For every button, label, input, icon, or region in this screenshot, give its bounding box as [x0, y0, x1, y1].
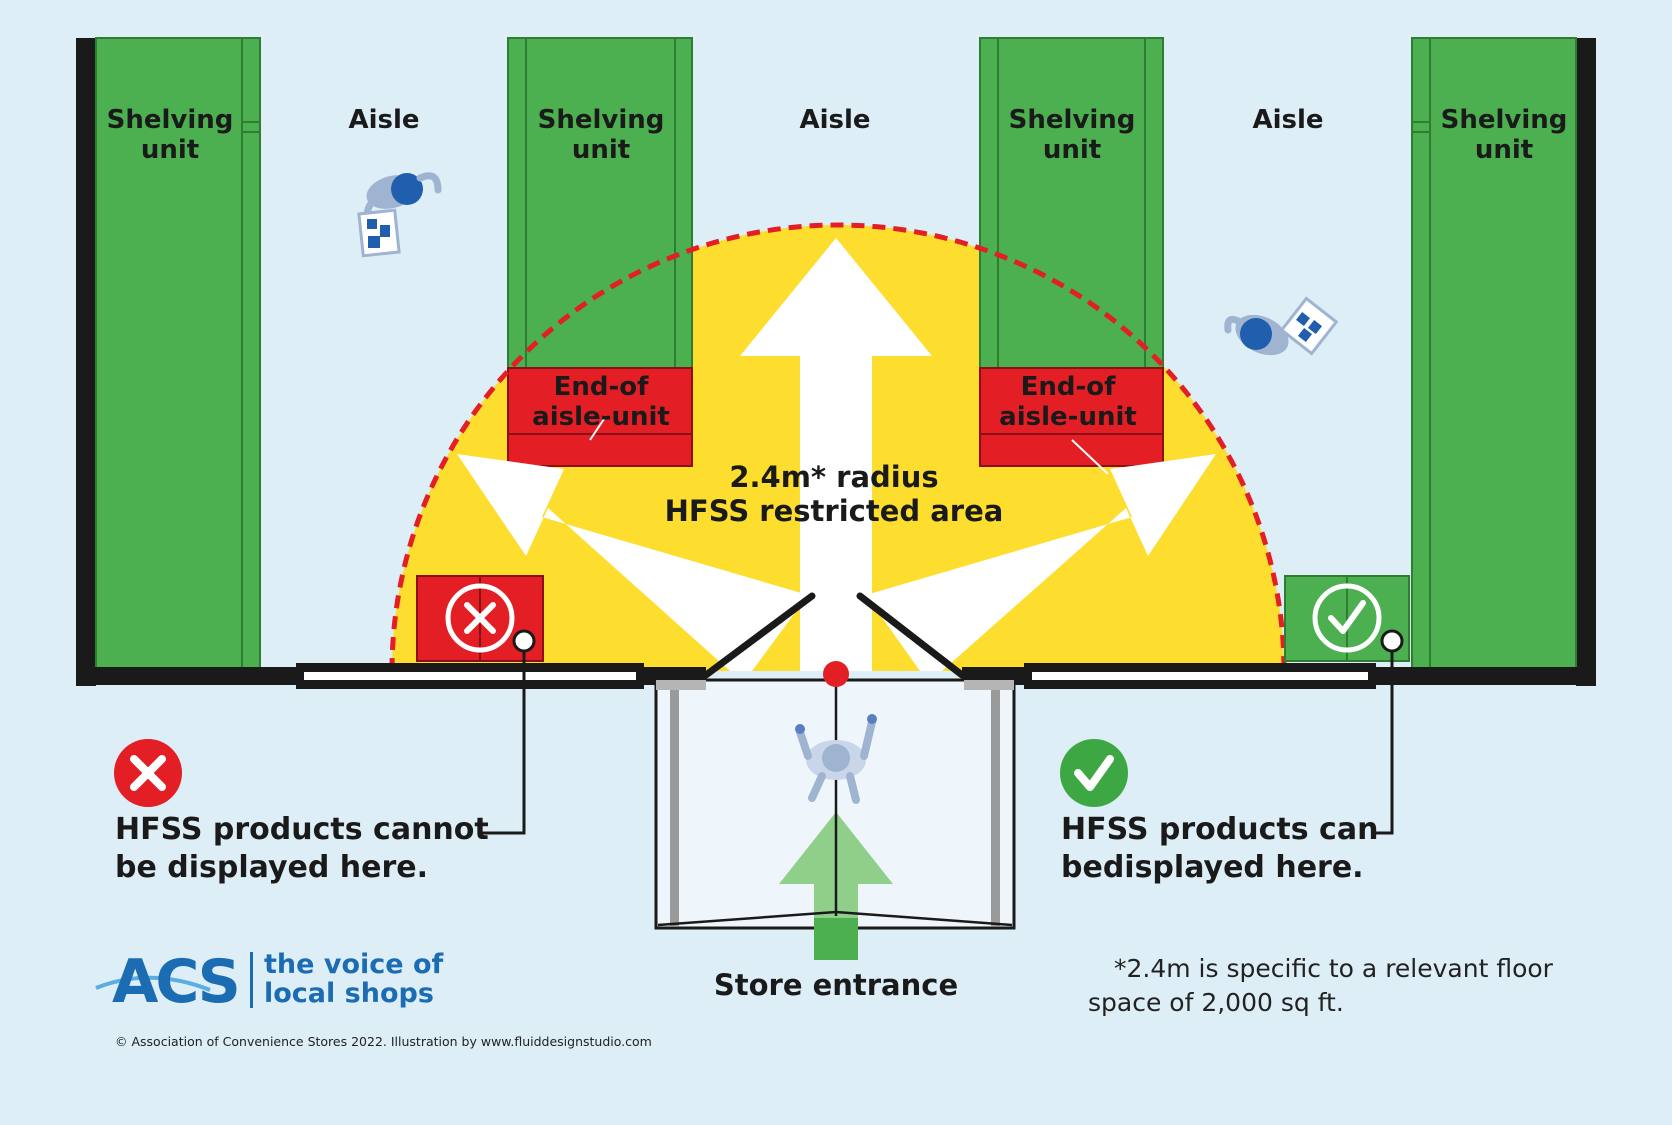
display-unit-restricted [416, 575, 544, 662]
arrow-up [740, 238, 932, 671]
logo-tagline: the voice of local shops [264, 949, 444, 1009]
end-of-aisle-unit-left [507, 367, 693, 467]
shelving-unit-1 [95, 37, 261, 672]
radius-boundary [389, 222, 1287, 671]
callout-line-cannot [480, 651, 526, 835]
store-entrance-label: Store entrance [714, 968, 958, 1002]
pointer-line-right [1071, 439, 1109, 475]
entrance-arrow-base [814, 918, 858, 960]
right-wall [1576, 38, 1596, 686]
door-left [702, 592, 816, 679]
radius-label-line2: HFSS restricted area [665, 494, 1004, 528]
shelving-unit-2 [507, 37, 693, 369]
aisle-label-1: Aisle [348, 105, 419, 135]
check-icon [1328, 600, 1366, 634]
footnote: *2.4m is specific to a relevant floor sp… [1088, 954, 1553, 1017]
direction-arrows [457, 238, 1216, 671]
radius-origin-dot [823, 661, 849, 687]
aisle-label-2: Aisle [799, 105, 870, 135]
arrow-right [866, 454, 1216, 671]
cannot-legend-icon [114, 739, 182, 807]
cross-circle-icon [445, 583, 515, 653]
door-right [856, 592, 966, 679]
cross-icon [464, 602, 496, 634]
shelving-unit-3 [979, 37, 1164, 369]
can-legend-text: HFSS products can bedisplayed here. [1061, 812, 1379, 885]
logo-divider [250, 952, 253, 1008]
display-unit-allowed [1284, 575, 1410, 662]
pointer-line-left [589, 415, 607, 441]
shopper-aisle-1-icon [357, 172, 442, 258]
cannot-legend-text: HFSS products cannot be displayed here. [115, 812, 489, 885]
arrow-left [457, 454, 808, 671]
pointer-dot [1380, 629, 1404, 653]
pointer-dot [512, 629, 536, 653]
copyright: © Association of Convenience Stores 2022… [115, 1034, 652, 1049]
aisle-label-3: Aisle [1252, 105, 1323, 135]
shelving-unit-4 [1411, 37, 1577, 672]
logo-letters: ACS [112, 947, 238, 1017]
shopper-aisle-3-icon [1224, 296, 1339, 356]
can-legend-icon [1060, 739, 1128, 807]
end-of-aisle-unit-right [979, 367, 1164, 467]
check-circle-icon [1312, 583, 1382, 653]
left-wall [76, 38, 96, 686]
callout-line-can [1374, 651, 1394, 835]
acs-logo: ACS [95, 947, 253, 1017]
logo-swoosh [95, 975, 211, 992]
front-wall [76, 663, 1596, 689]
shopper-entrance-icon [795, 714, 877, 804]
radius-label-line1: 2.4m* radius [729, 460, 938, 494]
